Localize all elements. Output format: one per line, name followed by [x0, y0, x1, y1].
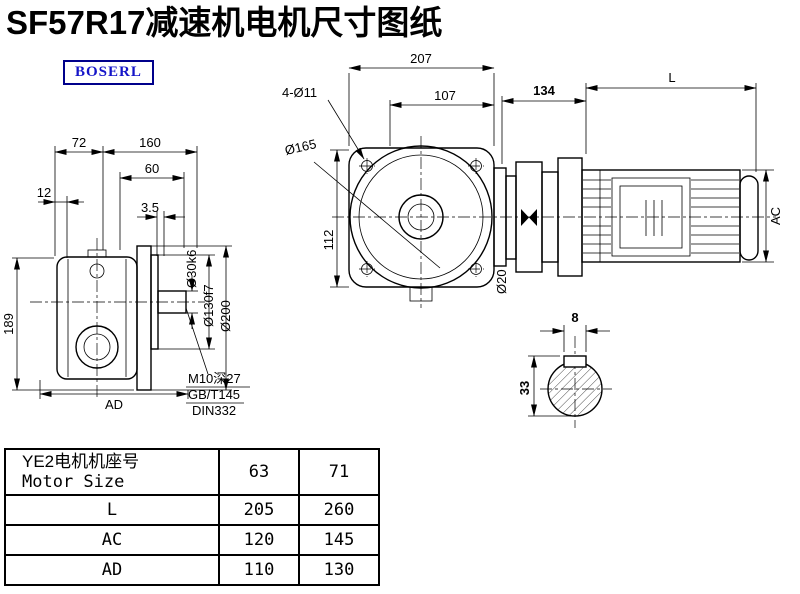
- dim-AC-label: AC: [768, 207, 783, 225]
- tap-note-3: DIN332: [192, 403, 236, 418]
- shaft-dia-label: Ø30k6: [184, 250, 199, 288]
- dim-20-label: Ø20: [494, 269, 509, 294]
- row-value: 260: [298, 494, 380, 526]
- front-view: 72 160 60 12 3.5 189: [1, 135, 250, 418]
- page-title: SF57R17减速机电机尺寸图纸: [6, 4, 443, 41]
- dim-160-label: 160: [139, 135, 161, 150]
- dim-112-label: 112: [321, 230, 336, 251]
- flange-circle-label: Ø165: [283, 136, 317, 158]
- housing-bore: [75, 325, 119, 369]
- coupling-symbol: [521, 209, 537, 226]
- dim-72-label: 72: [72, 135, 86, 150]
- boserl-logo: BOSERL: [63, 60, 154, 85]
- motor-fins: [583, 179, 611, 254]
- tap-note-2: GB/T145: [188, 387, 240, 402]
- table-header-en: Motor Size: [22, 472, 125, 492]
- spigot-dia-label: Ø130f7: [201, 284, 216, 327]
- table-row-AD: AD 110 130: [4, 554, 380, 586]
- size-column-63: 63: [218, 448, 300, 496]
- row-value: 145: [298, 524, 380, 556]
- size-column-71: 71: [298, 448, 380, 496]
- motor-fan-cover: [739, 175, 759, 261]
- dim-L-label: L: [668, 70, 675, 85]
- shaft-key-section: 8 33: [517, 310, 612, 428]
- row-value: 120: [218, 524, 300, 556]
- table-row-L: L 205 260: [4, 494, 380, 526]
- dim-207-label: 207: [410, 51, 432, 66]
- flange-dia-label: Ø200: [218, 300, 233, 332]
- dim-33-label: 33: [517, 381, 532, 395]
- table-row-AC: AC 120 145: [4, 524, 380, 556]
- dim-AD-label: AD: [105, 397, 123, 412]
- technical-drawing: 72 160 60 12 3.5 189: [1, 51, 783, 428]
- bolt-holes-note: 4-Ø11: [282, 85, 317, 100]
- dim-3-5-label: 3.5: [141, 200, 159, 215]
- row-label: AD: [4, 554, 220, 586]
- output-flange: [136, 245, 152, 391]
- row-value: 205: [218, 494, 300, 526]
- housing-circle: [349, 145, 493, 289]
- dim-60-label: 60: [145, 161, 159, 176]
- side-view: 207 4-Ø11 107 134 L Ø165 112: [282, 51, 783, 308]
- dim-8-label: 8: [571, 310, 578, 325]
- dim-107-label: 107: [434, 88, 456, 103]
- dim-189-label: 189: [1, 313, 16, 335]
- shaft-section-circle: [547, 361, 603, 417]
- output-shaft: [157, 290, 187, 314]
- tap-note-1: M10深27: [188, 371, 241, 386]
- dim-12-label: 12: [37, 185, 51, 200]
- row-value: 110: [218, 554, 300, 586]
- dim-134-label: 134: [533, 83, 555, 98]
- table-header-cell: YE2电机机座号 Motor Size: [4, 448, 220, 496]
- motor-fins: [691, 179, 739, 254]
- row-label: AC: [4, 524, 220, 556]
- motor-frame: [611, 177, 691, 257]
- row-label: L: [4, 494, 220, 526]
- row-value: 130: [298, 554, 380, 586]
- motor-size-table: YE2电机机座号 Motor Size 63 71 L 205 260 AC 1…: [4, 448, 380, 586]
- keyway: [563, 355, 587, 368]
- table-header-cn: YE2电机机座号: [22, 451, 140, 471]
